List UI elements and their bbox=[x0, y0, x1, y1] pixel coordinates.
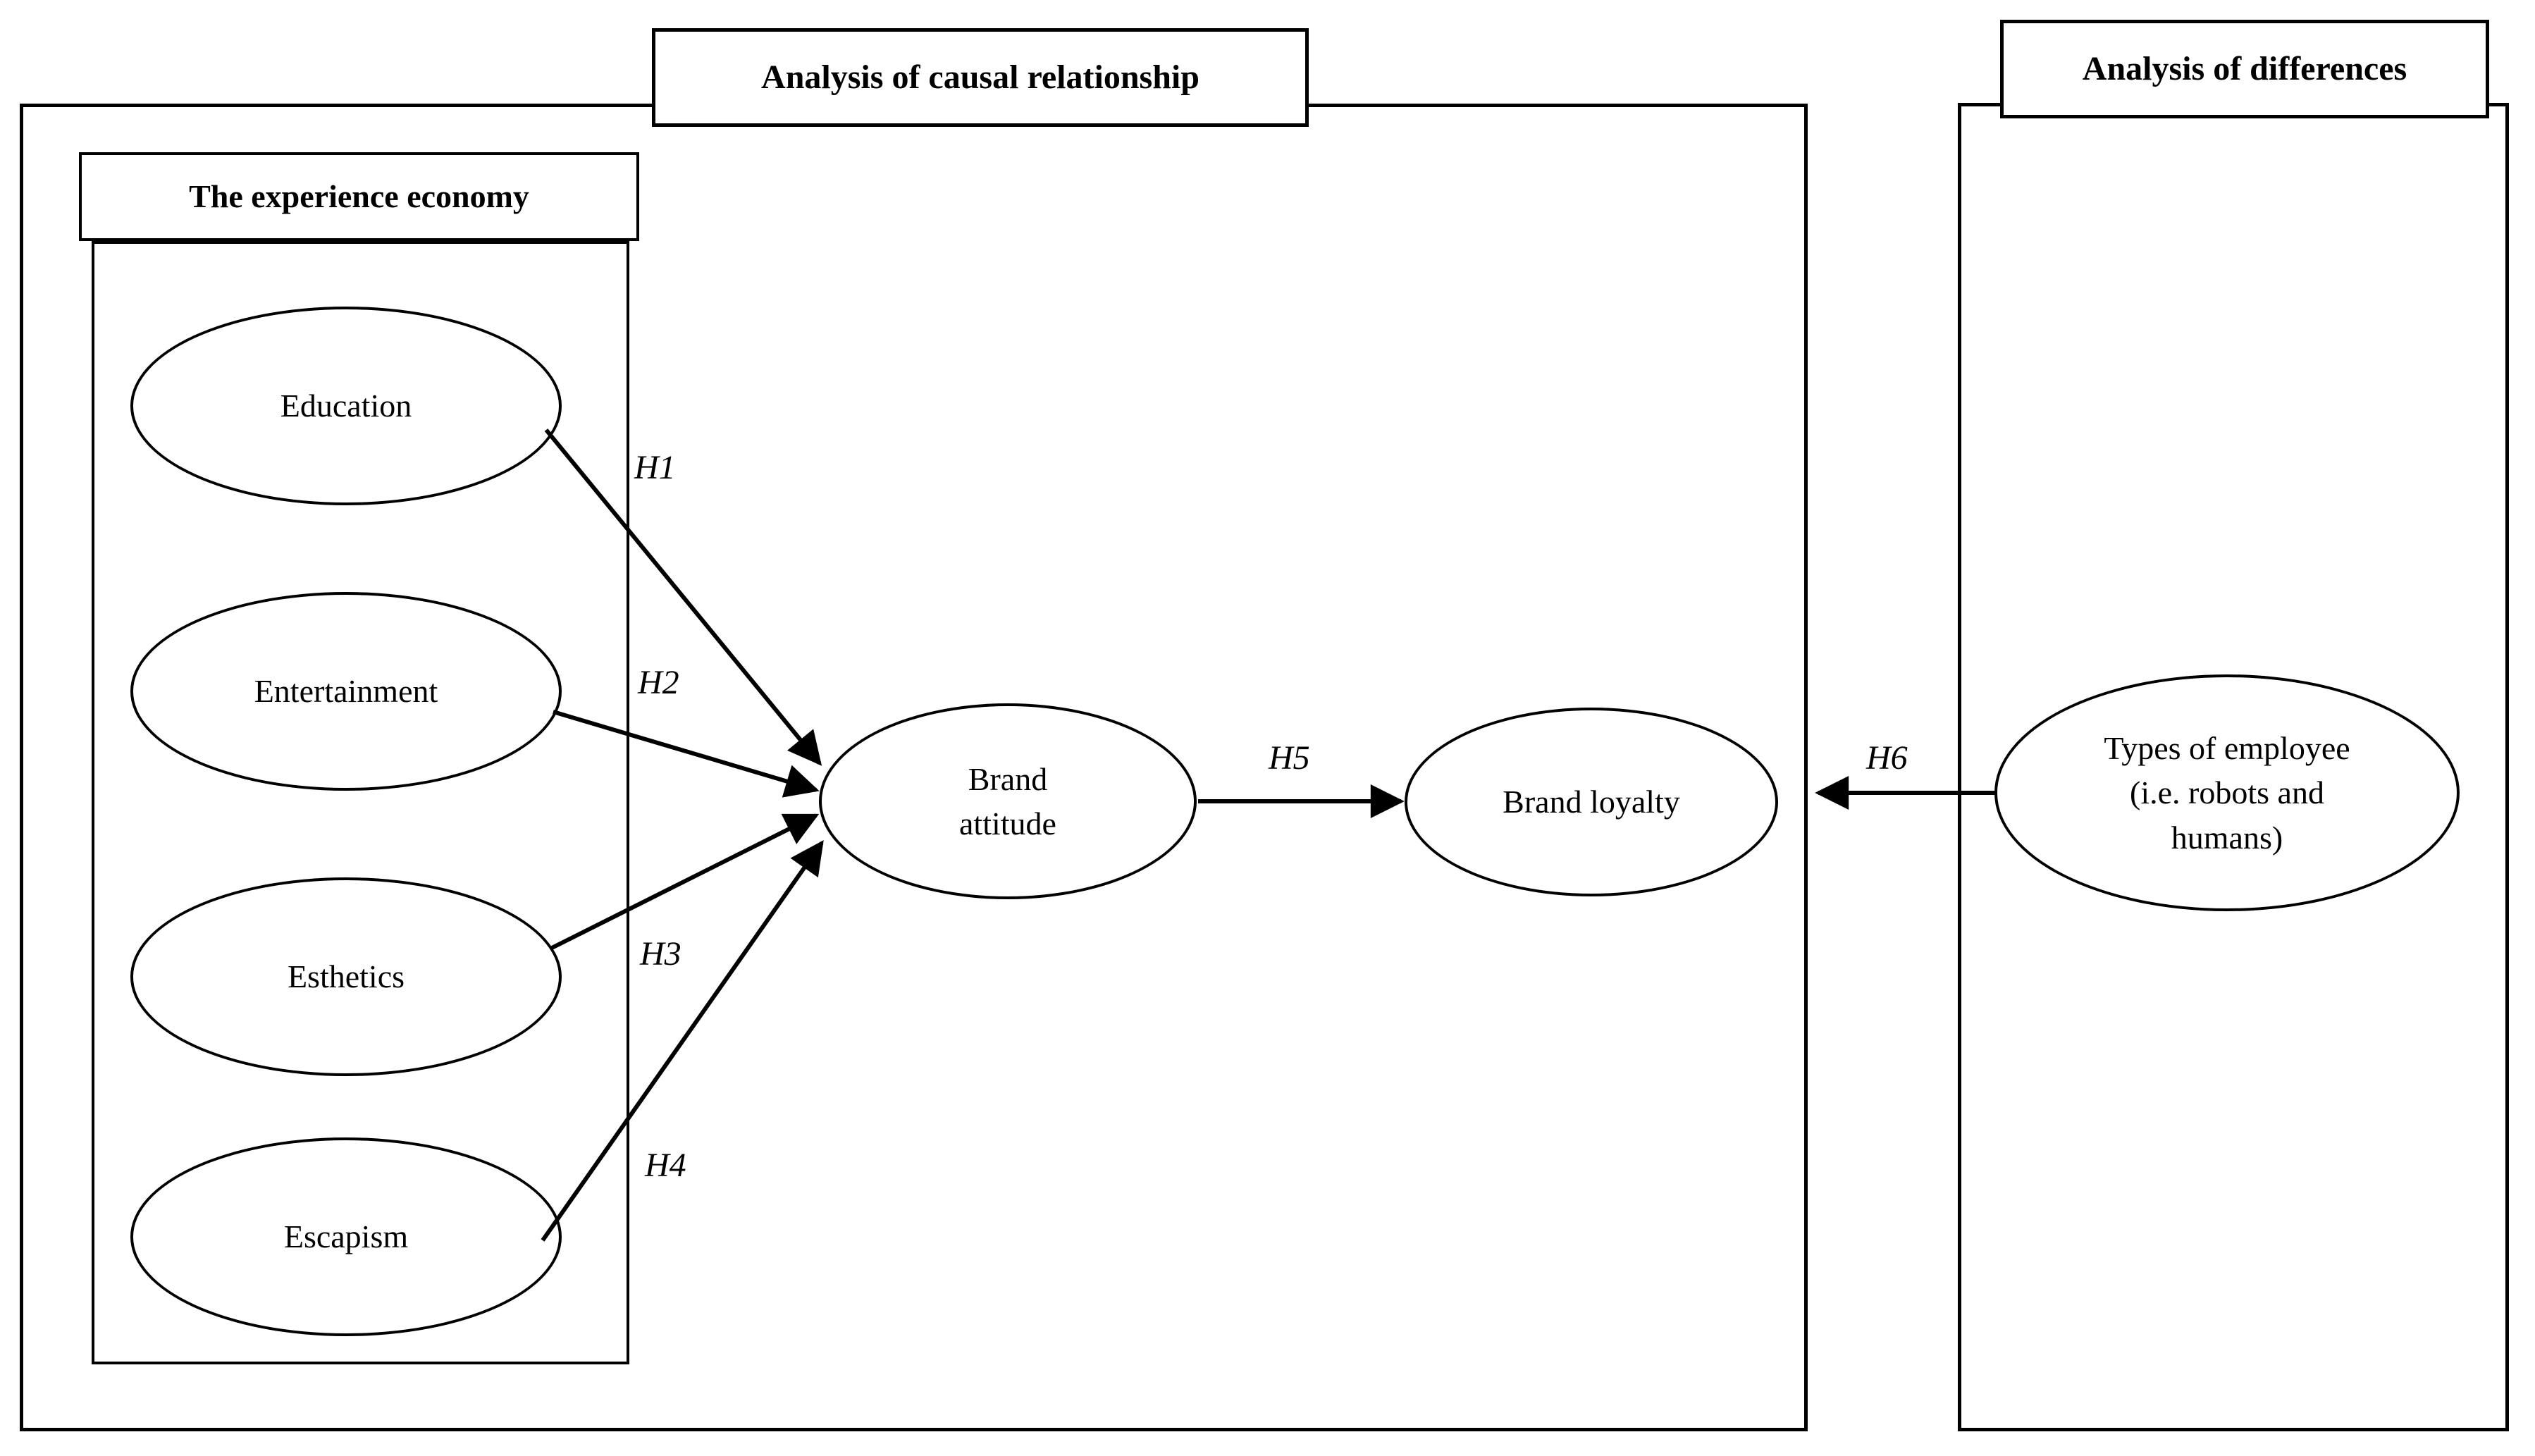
node-education: Education bbox=[130, 307, 562, 505]
node-esthetics: Esthetics bbox=[130, 877, 562, 1076]
hypothesis-label-h1: H1 bbox=[634, 449, 676, 486]
hypothesis-label-h6: H6 bbox=[1866, 739, 1908, 777]
hypothesis-label-h3: H3 bbox=[640, 935, 681, 973]
differences-analysis-title: Analysis of differences bbox=[2082, 49, 2407, 87]
node-types-of-employee-label: Types of employee (i.e. robots and human… bbox=[2104, 729, 2350, 856]
node-esthetics-label: Esthetics bbox=[287, 958, 405, 995]
node-brand-loyalty-label: Brand loyalty bbox=[1503, 784, 1680, 820]
experience-economy-title-box: The experience economy bbox=[79, 152, 639, 241]
hypothesis-label-h2: H2 bbox=[638, 664, 679, 701]
node-escapism: Escapism bbox=[130, 1137, 562, 1336]
node-brand-attitude-label: Brand attitude bbox=[959, 760, 1056, 841]
experience-economy-box bbox=[92, 241, 629, 1364]
node-entertainment: Entertainment bbox=[130, 592, 562, 791]
node-entertainment-label: Entertainment bbox=[254, 673, 438, 710]
node-brand-loyalty: Brand loyalty bbox=[1405, 708, 1778, 896]
node-types-of-employee: Types of employee (i.e. robots and human… bbox=[1994, 674, 2460, 911]
hypothesis-label-h5: H5 bbox=[1269, 739, 1310, 777]
hypothesis-label-h4: H4 bbox=[645, 1147, 686, 1184]
experience-economy-title: The experience economy bbox=[189, 178, 529, 214]
node-education-label: Education bbox=[280, 388, 412, 424]
differences-analysis-title-box: Analysis of differences bbox=[2000, 20, 2489, 118]
node-escapism-label: Escapism bbox=[283, 1219, 409, 1255]
causal-analysis-title-box: Analysis of causal relationship bbox=[652, 28, 1309, 127]
causal-analysis-title: Analysis of causal relationship bbox=[761, 58, 1199, 96]
node-brand-attitude: Brand attitude bbox=[819, 703, 1197, 899]
